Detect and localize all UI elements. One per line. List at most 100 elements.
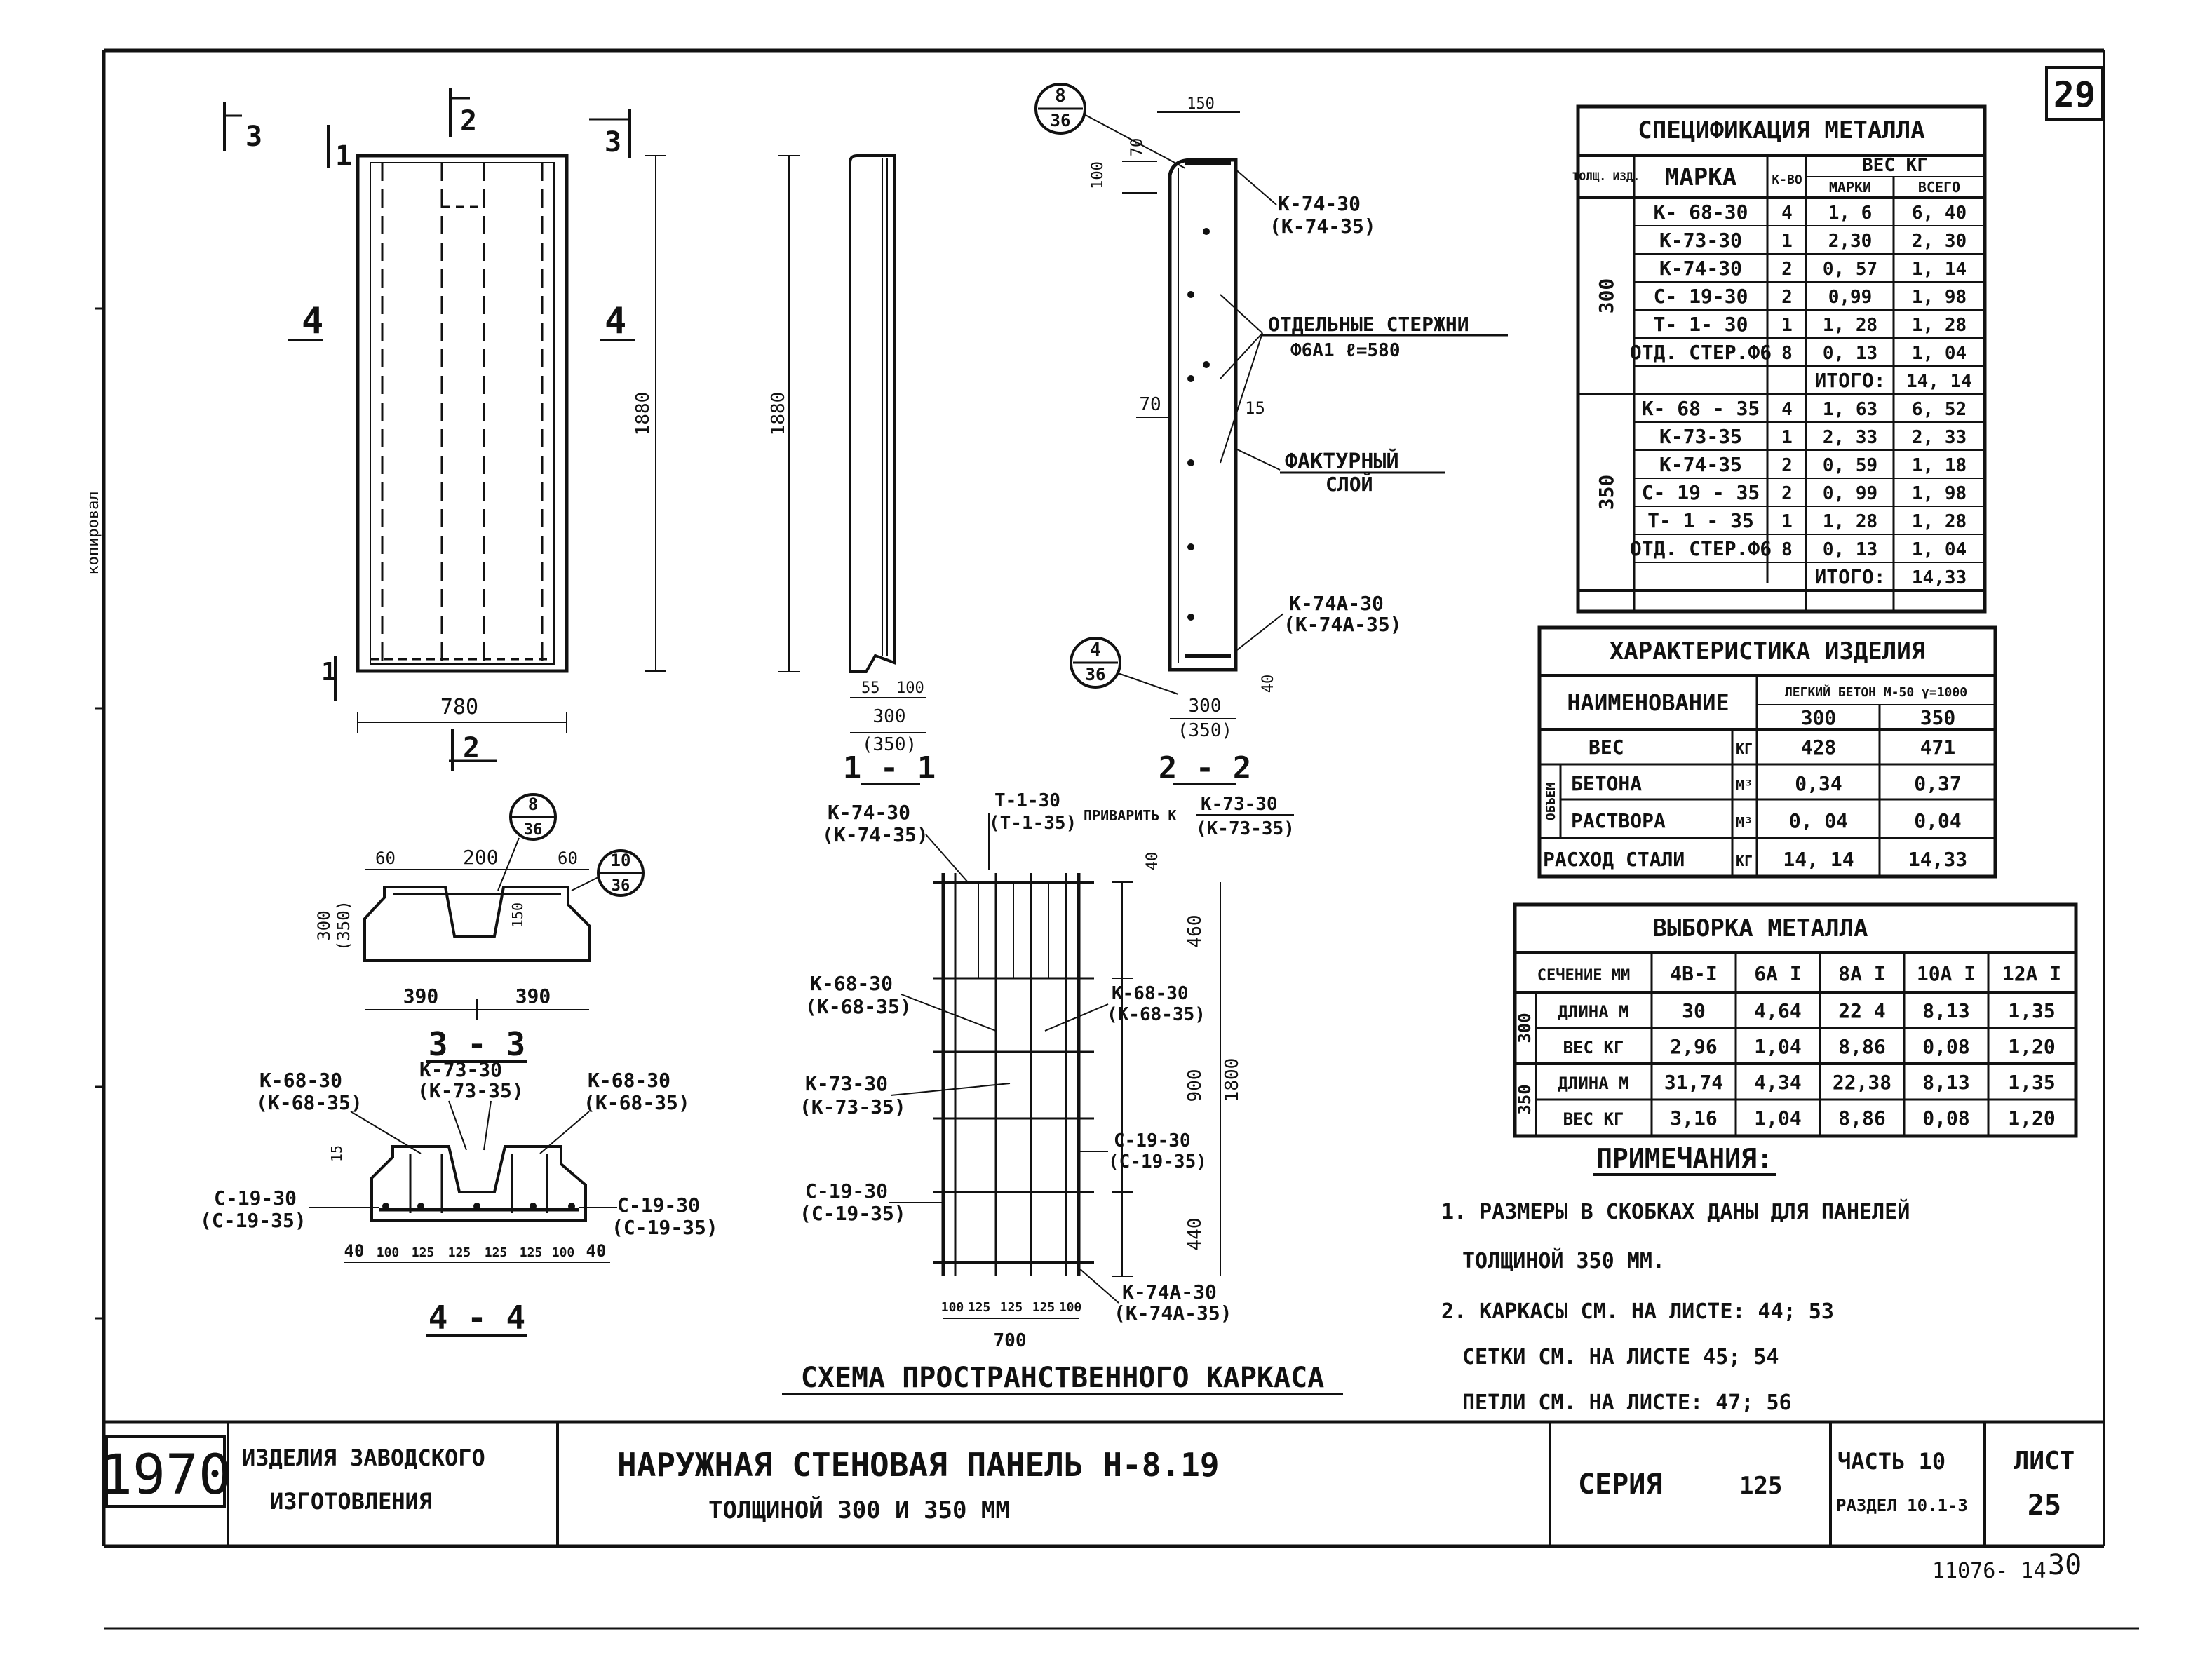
label-k74a-alt: (К-74А-35) — [1283, 613, 1402, 636]
spec-cell: 2 — [1781, 259, 1793, 280]
notes-line-2: ТОЛЩИНОЙ 350 ММ. — [1462, 1248, 1665, 1273]
section-4-4-dim-seg: 100 — [552, 1245, 575, 1260]
sample-col-header: 10А I — [1917, 962, 1976, 985]
spec-cell: 0, 57 — [1823, 259, 1877, 280]
section-3-3-dim-300: 300 — [314, 910, 334, 940]
bottom-archive-code: 11076- 14 — [1932, 1559, 2046, 1583]
spec-cell: К-74-35 — [1659, 453, 1742, 476]
sample-cell: 8,86 — [1838, 1107, 1885, 1130]
spec-cell: 2, 33 — [1823, 427, 1877, 448]
section-4-4-dim-seg: 100 — [377, 1245, 400, 1260]
sample-cell: 0,08 — [1922, 1035, 1969, 1058]
spec-cell: 1, 98 — [1912, 287, 1967, 308]
character-row-300: 428 — [1801, 736, 1837, 759]
spec-cell: 6, 40 — [1912, 203, 1967, 224]
section-4-4-k68-right: К-68-30 — [588, 1069, 670, 1092]
spec-cell: К-73-35 — [1659, 425, 1742, 448]
spec-cell: 1 — [1781, 511, 1793, 532]
title-sheet-label: ЛИСТ — [2014, 1447, 2075, 1475]
spec-cell: К-73-30 — [1659, 229, 1742, 252]
section-4-4-dim-15: 15 — [328, 1145, 345, 1162]
spec-cell: 1, 04 — [1912, 343, 1967, 364]
label-k74: К-74-30 — [1278, 192, 1361, 215]
section-2-2-dim-70: 70 — [1128, 138, 1146, 157]
section-4-4-dim-seg: 125 — [412, 1245, 435, 1260]
spec-cell: 2 — [1781, 287, 1793, 308]
section-2-2-title: 2 - 2 — [1159, 750, 1251, 786]
spec-cell: 0, 13 — [1823, 343, 1877, 364]
section-4-4-title: 4 - 4 — [429, 1299, 525, 1337]
character-row-name: РАСТВОРА — [1571, 809, 1666, 832]
cage-label-k73-top-alt: (К-73-35) — [1196, 818, 1295, 839]
spec-cell: 1 — [1781, 315, 1793, 336]
sample-row-label: ВЕС КГ — [1563, 1109, 1624, 1129]
title-name-1: НАРУЖНАЯ СТЕНОВАЯ ПАНЕЛЬ Н-8.19 — [617, 1446, 1220, 1484]
cage-label-k73: К-73-30 — [805, 1072, 888, 1095]
cage-dim-bottom: 125 — [1032, 1300, 1056, 1315]
sample-cell: 1,04 — [1754, 1107, 1801, 1130]
section-1-1-dim-300: 300 — [873, 706, 906, 727]
section-3-3-dim-150: 150 — [509, 902, 526, 928]
section-4-4-k73: К-73-30 — [419, 1058, 502, 1081]
spec-cell: 6, 52 — [1912, 399, 1967, 420]
cage-dim-40: 40 — [1144, 852, 1161, 871]
section-mark-1-top: 1 — [335, 140, 352, 173]
sample-cell: 1,35 — [2008, 1071, 2055, 1094]
title-sheet-value: 25 — [2028, 1489, 2061, 1522]
character-row-name: БЕТОНА — [1571, 772, 1642, 795]
sample-col-header: 12А I — [2002, 962, 2061, 985]
notes-line-5: ПЕТЛИ СМ. НА ЛИСТЕ: 47; 56 — [1462, 1391, 1792, 1415]
spec-cell: 0,99 — [1828, 287, 1873, 308]
spec-total-label: ИТОГО: — [1814, 369, 1885, 392]
character-row-350: 0,37 — [1914, 772, 1961, 795]
title-year: 1970 — [100, 1444, 231, 1507]
cage-dim-900: 900 — [1185, 1069, 1206, 1102]
spec-cell: 4 — [1781, 203, 1793, 224]
spec-cell: 1, 14 — [1912, 259, 1967, 280]
sheet-frame: 29 копировал — [85, 48, 2139, 1630]
character-header-concrete: ЛЕГКИЙ БЕТОН М-50 γ=1000 — [1785, 684, 1967, 700]
character-header-name: НАИМЕНОВАНИЕ — [1567, 689, 1729, 716]
section-mark-1-bottom: 1 — [321, 658, 337, 687]
sample-cell: 1,20 — [2008, 1107, 2055, 1130]
notes-title: ПРИМЕЧАНИЯ: — [1596, 1143, 1773, 1174]
sample-title: ВЫБОРКА МЕТАЛЛА — [1652, 914, 1868, 942]
spec-cell: Т- 1 - 35 — [1647, 509, 1754, 532]
section-4-4-c19-right-alt: (С-19-35) — [612, 1216, 718, 1239]
cage-label-c19-left-alt: (С-19-35) — [800, 1202, 906, 1225]
cage-label-c19-right: С-19-30 — [1114, 1130, 1191, 1151]
character-row-unit: М³ — [1736, 814, 1753, 831]
section-2-2-dim-70-side: 70 — [1139, 394, 1161, 415]
notes-line-1: 1. РАЗМЕРЫ В СКОБКАХ ДАНЫ ДЛЯ ПАНЕЛЕЙ — [1441, 1199, 1910, 1224]
section-4-4-c19-left: С-19-30 — [214, 1186, 297, 1210]
node-bottom-number: 4 — [1090, 640, 1101, 661]
section-2-2-dim-15: 15 — [1245, 398, 1265, 418]
spec-header-thickness: ТОЛЩ. ИЗД. — [1572, 170, 1640, 183]
cage-scheme: 40 460 900 440 1800 100 125 125 125 100 … — [782, 790, 1343, 1395]
spec-header-weight-mark: МАРКИ — [1829, 179, 1871, 196]
cage-label-k74a-alt: (К-74А-35) — [1114, 1301, 1232, 1325]
section-4-4-k68-left-alt: (К-68-35) — [256, 1091, 363, 1114]
section-4-4-k73-alt: (К-73-35) — [417, 1079, 524, 1102]
spec-cell: 0, 13 — [1823, 539, 1877, 560]
spec-total: 14, 14 — [1906, 371, 1972, 392]
section-4-4-dim-seg: 40 — [586, 1241, 607, 1261]
node-a-sheet: 36 — [524, 821, 543, 839]
section-4-4: К-68-30 (К-68-35) К-73-30 (К-73-35) К-68… — [200, 1058, 718, 1337]
node-top-number: 8 — [1055, 86, 1066, 107]
cage-label-k68-left-alt: (К-68-35) — [805, 995, 912, 1018]
sample-cell: 4,64 — [1754, 999, 1801, 1022]
section-3-3-dim-350: (350) — [334, 900, 353, 951]
sample-cell: 8,13 — [1922, 1071, 1969, 1094]
title-category-2: ИЗГОТОВЛЕНИЯ — [270, 1488, 432, 1515]
sample-row-label: ДЛИНА М — [1558, 1002, 1628, 1022]
sample-header-section: СЕЧЕНИЕ ММ — [1537, 967, 1630, 985]
section-3-3-dim-60-right: 60 — [558, 848, 578, 868]
section-2-2: 8 36 4 36 150 70 100 70 15 40 300 (350) … — [1034, 83, 1508, 786]
spec-cell: 1 — [1781, 427, 1793, 448]
section-1-1: 1880 55 100 300 (350) 1 - 1 — [768, 154, 936, 786]
section-4-4-dim-seg: 125 — [448, 1245, 471, 1260]
section-3-3-dim-390-right: 390 — [515, 985, 551, 1008]
